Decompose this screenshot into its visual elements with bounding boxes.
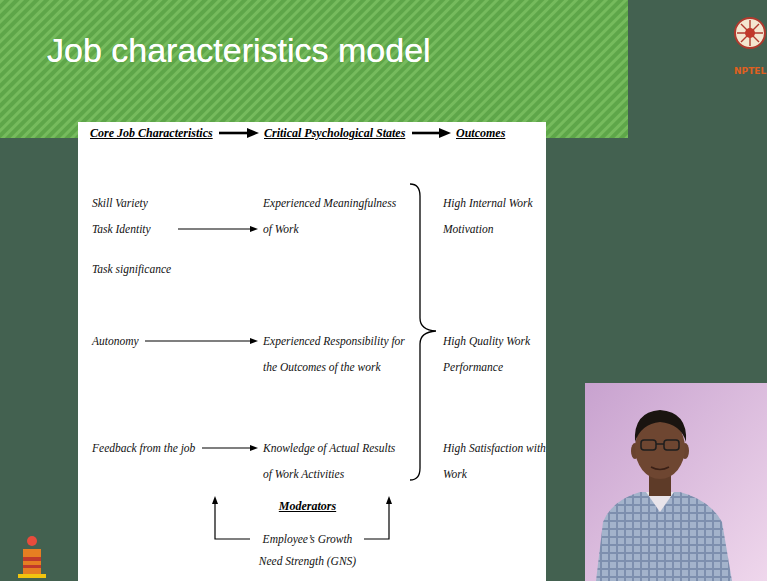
emblem-ring (735, 18, 765, 48)
nptel-emblem (735, 18, 765, 48)
body-text: High Quality Work Performance (443, 328, 546, 380)
outcome-text: High Internal Work Motivation (443, 190, 546, 242)
logo-stripe (23, 557, 41, 561)
column-heading: Critical Psychological States (264, 125, 407, 141)
flow-arrow (219, 132, 247, 135)
title-banner (0, 0, 628, 138)
slide-title: Job characteristics model (47, 30, 431, 70)
column-heading: Outcomes (456, 125, 507, 141)
heading-text: Outcomes (456, 125, 507, 141)
flow-arrow (202, 447, 250, 448)
logo-base (18, 574, 46, 578)
outcome-text: High Quality Work Performance (443, 328, 546, 380)
job-characteristic: Autonomy (92, 328, 140, 354)
diagram-panel (78, 122, 546, 581)
emblem-spokes (737, 20, 763, 46)
logo-wordmark: NPTEL (734, 66, 766, 77)
body-text: Experienced Meaningfulness of Work (263, 190, 404, 242)
heading-text: Critical Psychological States (264, 125, 407, 141)
psychological-state: Knowledge of Actual Results of Work Acti… (263, 435, 404, 487)
body-text: Experienced Responsibility for the Outco… (263, 328, 412, 380)
flow-arrow (178, 228, 250, 229)
body-text: Skill Variety (92, 190, 173, 216)
body-text: Knowledge of Actual Results of Work Acti… (263, 435, 404, 487)
column-heading: Core Job Characteristics (90, 125, 214, 141)
job-characteristic-group: Skill VarietyTask IdentityTask significa… (92, 190, 173, 282)
body-text: Task significance (92, 256, 173, 282)
video-frame (585, 383, 767, 581)
logo-body (23, 549, 41, 574)
body-text: Feedback from the job (92, 435, 197, 461)
presenter-shirt (596, 492, 732, 581)
moderator-group: ModeratorsEmployee’s Growth Need Strengt… (254, 498, 361, 572)
institute-logo (18, 536, 46, 578)
moderator-arrow (215, 504, 250, 539)
psychological-state: Experienced Responsibility for the Outco… (263, 328, 412, 380)
job-characteristic: Feedback from the job (92, 435, 197, 461)
curly-brace (410, 184, 436, 480)
presenter-glasses (656, 443, 664, 445)
connector-group (145, 133, 439, 448)
presenter-glasses (641, 440, 656, 450)
logo-head (27, 536, 37, 546)
body-text: Employee’s Growth Need Strength (GNS) (254, 528, 361, 572)
body-text: Autonomy (92, 328, 140, 354)
emblem-core (745, 28, 755, 38)
psychological-state: Experienced Meaningfulness of Work (263, 190, 404, 242)
heading-text: Moderators (254, 498, 361, 514)
flow-arrow (412, 132, 439, 135)
body-text: High Internal Work Motivation (443, 190, 546, 242)
outcome-text: High Satisfaction with Work (443, 435, 546, 487)
presenter-glasses (664, 440, 679, 450)
moderator-arrow (364, 504, 389, 539)
body-text: Task Identity (92, 216, 173, 242)
presenter-hair (635, 410, 686, 442)
label-holder: NPTEL (734, 66, 766, 77)
heading-text: Core Job Characteristics (90, 125, 214, 141)
presenter-mouth (651, 467, 669, 470)
presenter-video (585, 383, 767, 581)
logo-stripe (23, 565, 41, 568)
body-text: High Satisfaction with Work (443, 435, 546, 487)
flow-arrow (145, 340, 250, 341)
